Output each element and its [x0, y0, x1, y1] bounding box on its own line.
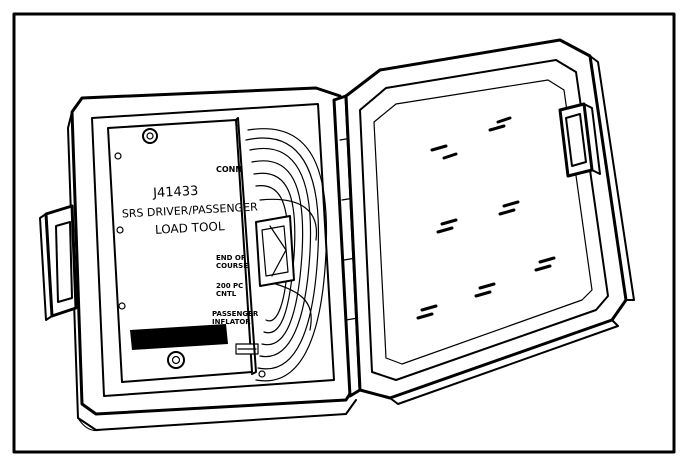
screw-icon [142, 128, 158, 144]
case-handle-left [39, 204, 78, 321]
tool-face-plate [107, 119, 266, 383]
lid-foam-tabs [416, 116, 556, 320]
figure-border [12, 12, 676, 454]
tool-name-line2: LOAD TOOL [155, 219, 226, 237]
label-bar [130, 324, 228, 350]
coiled-cable [245, 128, 328, 382]
tool-number: J41433 [152, 184, 199, 201]
connector-icon [255, 215, 295, 287]
case-handle-right [558, 102, 601, 178]
case-lid [344, 38, 635, 405]
screw-icon [167, 351, 185, 369]
indicator-label-conn: CONN [216, 165, 242, 174]
